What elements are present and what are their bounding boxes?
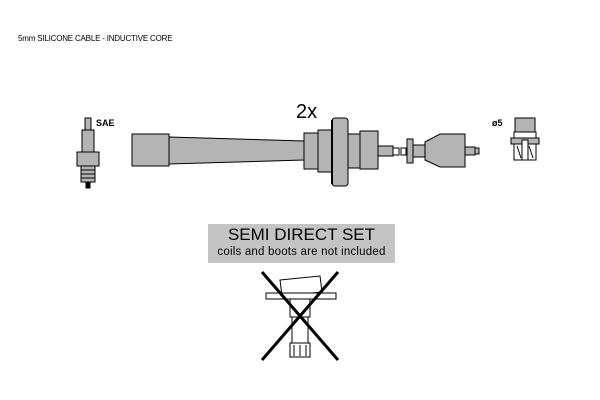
spark-plug-icon [76,117,100,189]
plug-type-label: SAE [96,118,115,128]
connector-diameter-label: ø5 [492,118,503,128]
coil-connector-icon [510,117,540,161]
ignition-cable-icon [131,117,480,187]
quantity-label: 2x [296,101,318,123]
cable-spec-title: 5mm SILICONE CABLE - INDUCTIVE CORE [18,34,173,43]
crossed-out-coil-icon [260,271,340,361]
semi-direct-set-banner: SEMI DIRECT SET coils and boots are not … [208,224,395,263]
banner-title: SEMI DIRECT SET [227,225,376,244]
banner-subtitle: coils and boots are not included [217,246,386,258]
